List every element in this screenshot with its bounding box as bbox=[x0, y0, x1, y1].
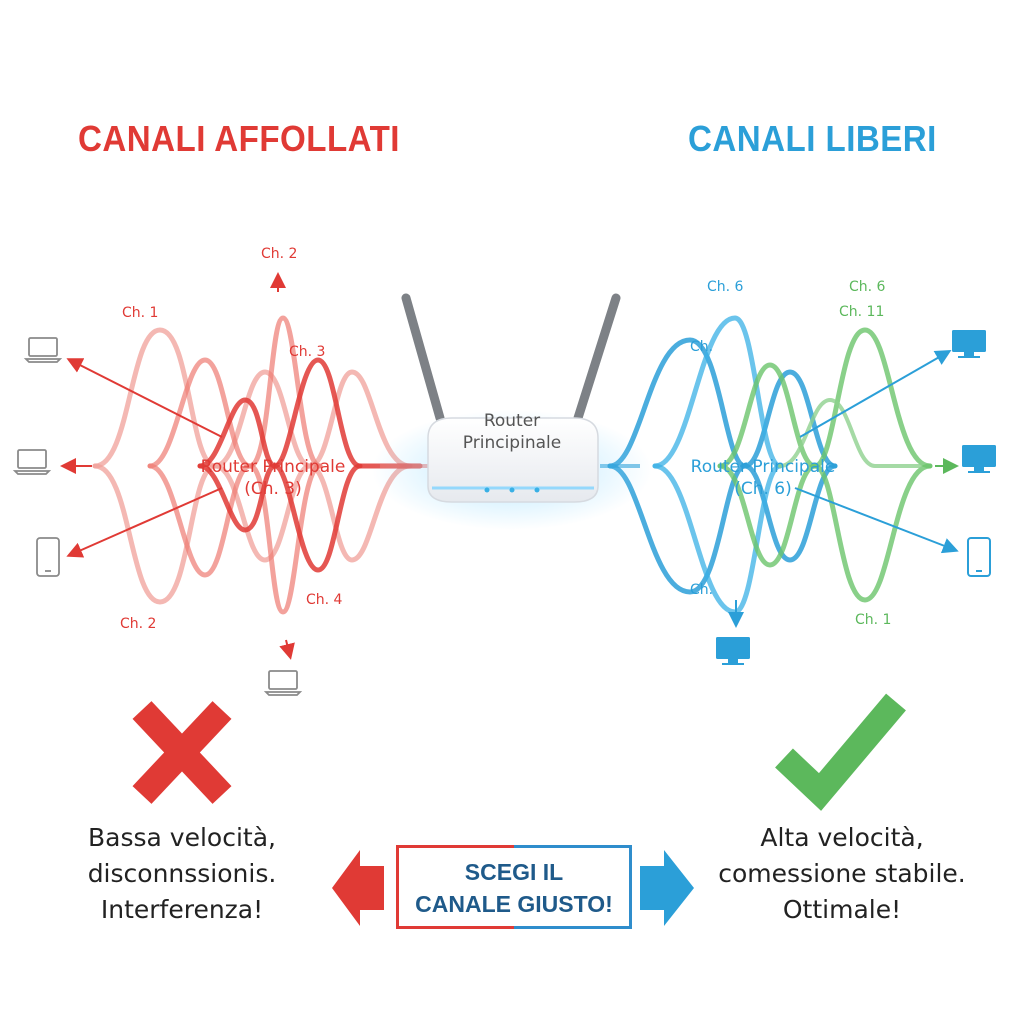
cta-line2: CANALE GIUSTO! bbox=[415, 891, 613, 917]
left-interference-waves bbox=[92, 315, 423, 615]
right-clean-waves bbox=[607, 315, 933, 615]
right-channel-label: Ch. 1 bbox=[855, 612, 892, 628]
left-channel-label: Ch. 2 bbox=[120, 616, 157, 632]
title-free-channels: CANALI LIBERI bbox=[688, 118, 937, 159]
right-result-line: comessione stabile. bbox=[718, 859, 966, 888]
right-arrows bbox=[728, 350, 959, 628]
center-router-line1: Router bbox=[483, 411, 541, 431]
right-result-line: Alta velocità, bbox=[760, 823, 924, 852]
right-channel-label: Ch. 11 bbox=[839, 304, 885, 320]
phone-icon bbox=[36, 537, 60, 577]
right-channel-label: Ch. 6 bbox=[849, 279, 886, 295]
left-arrows bbox=[60, 272, 295, 660]
right-result-line: Ottimale! bbox=[782, 895, 902, 924]
right-router-label: Router Principale (Ch. 6) bbox=[668, 456, 858, 500]
left-channel-label: Ch. 4 bbox=[306, 592, 343, 608]
cta-box: SCEGI IL CANALE GIUSTO! bbox=[396, 845, 632, 929]
monitor-icon bbox=[952, 330, 986, 358]
arrow-left-icon bbox=[332, 850, 384, 926]
cta-line1: SCEGI IL bbox=[464, 859, 564, 885]
phone-icon bbox=[967, 537, 991, 577]
cross-icon bbox=[132, 701, 232, 804]
right-channel-label: Ch. bbox=[690, 582, 714, 598]
monitor-icon bbox=[962, 445, 996, 473]
laptop-icon bbox=[263, 670, 303, 696]
left-channel-label: Ch. 2 bbox=[261, 246, 298, 262]
left-router-channel: (Ch. 3) bbox=[244, 479, 302, 499]
left-router-label: Router Principale (Ch. 3) bbox=[178, 456, 368, 500]
left-router-name: Router Principale bbox=[200, 457, 346, 477]
left-channel-label: Ch. 1 bbox=[122, 305, 159, 321]
monitor-icon bbox=[716, 637, 750, 665]
right-router-name: Router Principale bbox=[690, 457, 836, 477]
right-channel-label: Ch. bbox=[690, 339, 714, 355]
title-crowded-channels: CANALI AFFOLLATI bbox=[78, 118, 400, 159]
router-device bbox=[372, 293, 652, 530]
left-result-line: disconnssionis. bbox=[87, 859, 277, 888]
left-channel-label: Ch. 3 bbox=[289, 344, 326, 360]
center-router-label: Router Principinale bbox=[452, 410, 572, 454]
arrow-right-icon bbox=[640, 850, 694, 926]
center-router-line2: Principinale bbox=[462, 433, 562, 453]
right-router-channel: (Ch. 6) bbox=[734, 479, 792, 499]
right-channel-label: Ch. 6 bbox=[707, 279, 744, 295]
left-result-line: Bassa velocità, bbox=[88, 823, 276, 852]
left-result-text: Bassa velocità, disconnssionis. Interfer… bbox=[52, 820, 312, 928]
laptop-icon bbox=[23, 337, 63, 363]
laptop-icon bbox=[12, 449, 52, 475]
right-result-text: Alta velocità, comessione stabile. Ottim… bbox=[712, 820, 972, 928]
left-result-line: Interferenza! bbox=[100, 895, 264, 924]
checkmark-icon bbox=[775, 693, 906, 811]
